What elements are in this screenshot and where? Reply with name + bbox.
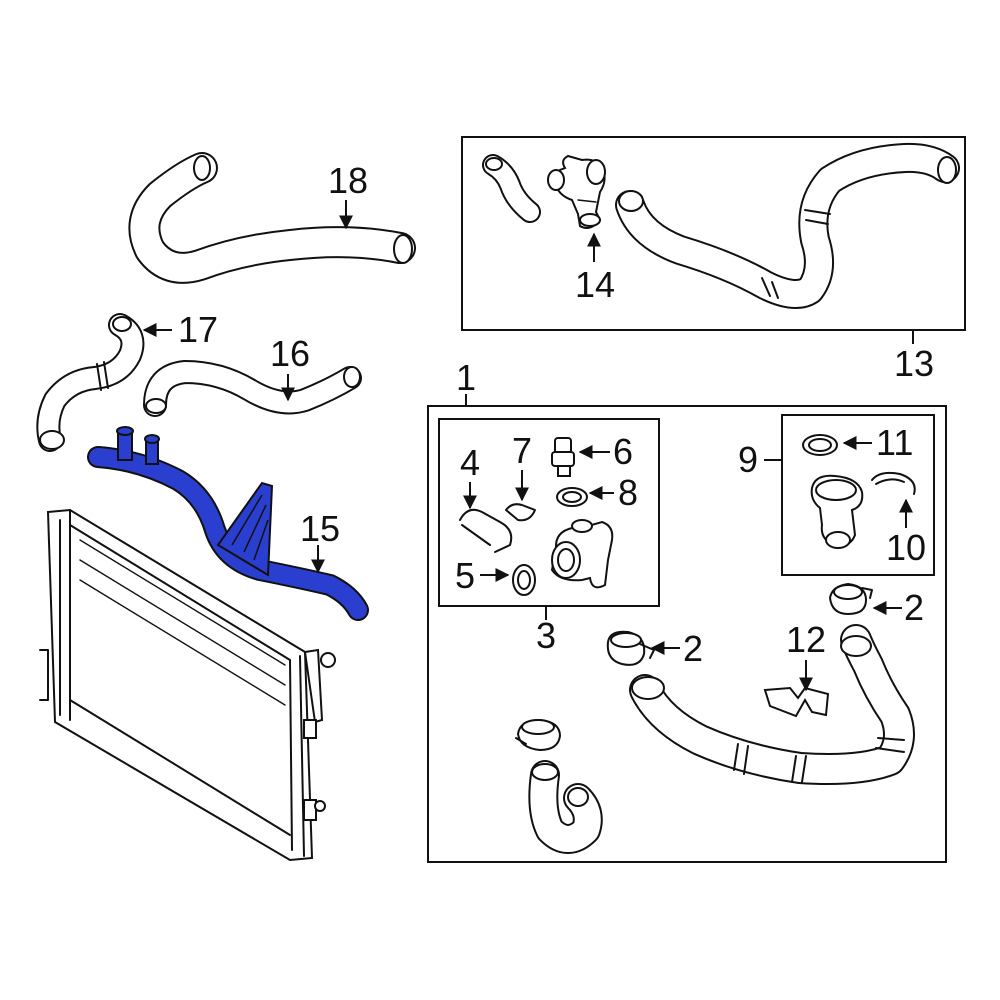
callout-7: 7 [512,430,532,471]
lower-coolant-hose[interactable] [629,624,915,785]
callout-1: 1 [456,357,476,398]
small-hose-part[interactable] [482,154,541,223]
clip-part-7[interactable] [505,503,536,522]
callout-11: 11 [876,422,913,463]
callout-18: 18 [328,160,368,201]
clip-part-10[interactable] [871,471,916,495]
radiator-hose-part-18[interactable] [128,152,416,284]
callout-8: 8 [618,472,638,513]
sensor-part-6[interactable] [551,437,575,477]
coolant-flange-housing[interactable] [550,519,614,589]
connector-part-14[interactable] [547,154,606,229]
callout-12: 12 [786,619,826,660]
callout-17: 17 [178,309,218,350]
callout-10: 10 [886,527,926,568]
clip-part-4[interactable] [459,508,513,553]
heater-hose-part-17[interactable] [36,313,145,452]
clamp-part-2-left[interactable] [606,630,655,666]
callout-13: 13 [894,343,934,384]
assembly-box-1 [427,405,947,863]
callout-14: 14 [575,264,615,305]
sub-box-3 [438,418,660,607]
elbow-hose[interactable] [528,760,603,854]
callout-6: 6 [613,431,633,472]
coolant-pipe-part-15-highlighted[interactable] [87,426,369,621]
o-ring-part-11[interactable] [802,434,838,456]
o-ring-part-8[interactable] [556,487,588,507]
small-clamp[interactable] [515,718,562,752]
assembly-box-13 [461,136,966,331]
radiator [39,508,336,862]
clamp-part-2-right[interactable] [828,582,873,616]
callout-4: 4 [460,442,480,483]
coolant-hose-part-13[interactable] [615,142,960,309]
callout-2-left: 2 [683,628,703,669]
callout-9: 9 [738,439,758,480]
callout-5: 5 [455,555,475,596]
o-ring-part-5[interactable] [512,564,536,596]
flange-part-9[interactable] [810,474,864,549]
sub-box-9 [781,414,935,576]
callout-16: 16 [270,333,310,374]
callout-2-right: 2 [904,587,924,628]
callout-15: 15 [300,508,340,549]
bypass-hose-part-16[interactable] [143,360,362,417]
callout-3: 3 [536,615,556,656]
bracket-part-12[interactable] [763,686,830,718]
